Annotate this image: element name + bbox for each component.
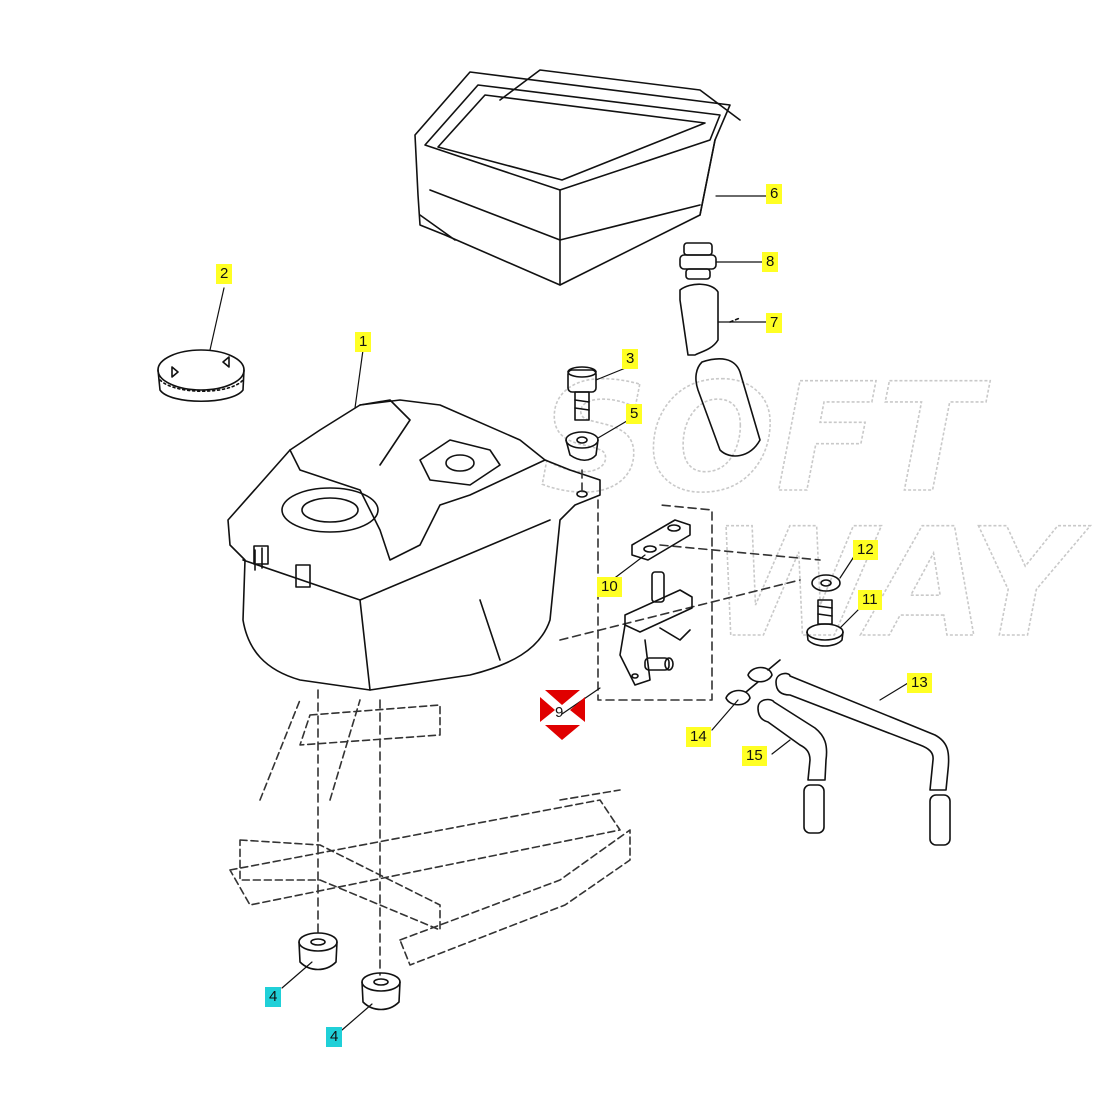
callout-8: 8 [762, 252, 779, 272]
alignment-lines [317, 469, 821, 976]
part-1-fuel-tank [227, 399, 601, 691]
callout-4-left: 4 [265, 987, 282, 1007]
part-3-bolt [567, 366, 597, 421]
part-5-rubber-washer [565, 431, 599, 462]
part-2-fuel-cap [157, 349, 245, 403]
callout-15: 15 [742, 746, 767, 766]
watermark: SOFT WAY [539, 351, 1092, 672]
part-12-washer [811, 574, 841, 592]
callout-7: 7 [766, 313, 783, 333]
part-7-drain-hose [679, 283, 761, 457]
callout-1: 1 [355, 332, 372, 352]
callout-11: 11 [858, 590, 882, 610]
part-9-highlight-marker [540, 690, 585, 740]
part-4-grommet-right [361, 972, 401, 1011]
callout-12: 12 [853, 540, 878, 560]
part-4-grommet-left [298, 932, 338, 971]
callout-10: 10 [597, 577, 622, 597]
callout-5: 5 [626, 404, 643, 424]
part-8-grommet [679, 242, 717, 280]
callout-9: 9 [555, 704, 564, 721]
callout-14: 14 [686, 727, 711, 747]
part-10-gasket [631, 519, 691, 561]
part-13-fuel-hose [775, 672, 951, 846]
callout-13: 13 [907, 673, 932, 693]
part-9-fuel-valve [619, 571, 693, 686]
callout-2: 2 [216, 264, 233, 284]
watermark-line1: SOFT [540, 352, 991, 526]
part-14-hose-clips [725, 659, 781, 706]
leader-lines [209, 195, 909, 1031]
part-15-vent-hose [757, 698, 828, 834]
frame-outline [229, 699, 631, 966]
callout-6: 6 [766, 184, 783, 204]
callout-3: 3 [622, 349, 639, 369]
part-6-storage-tray [414, 69, 741, 286]
callout-4-right: 4 [326, 1027, 343, 1047]
watermark-line2: WAY [710, 497, 1091, 671]
part-11-screw [806, 599, 844, 647]
